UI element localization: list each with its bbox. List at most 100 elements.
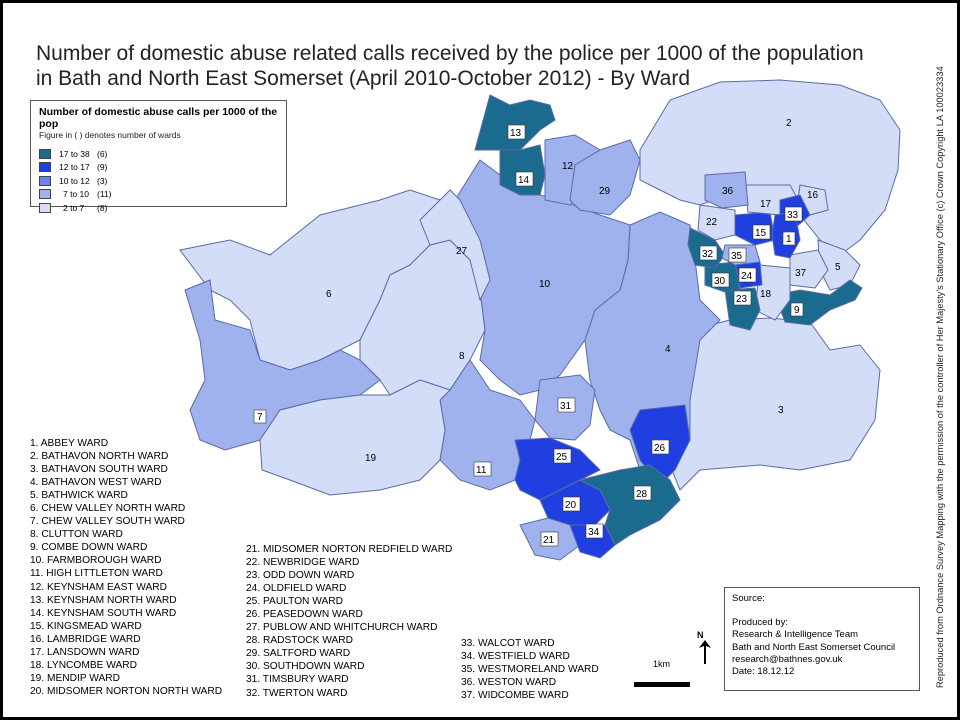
legend-count: (11) [97, 189, 112, 200]
legend-range: 12 to 17 [59, 162, 90, 173]
ward-list-item: 2. BATHAVON NORTH WARD [30, 451, 169, 463]
svg-text:21: 21 [543, 535, 555, 546]
svg-text:15: 15 [755, 228, 767, 239]
ward-7[interactable] [184, 279, 381, 451]
ward-list-item: 29. SALTFORD WARD [246, 648, 351, 660]
ward-list-item: 12. KEYNSHAM EAST WARD [30, 581, 167, 593]
svg-text:30: 30 [714, 276, 726, 287]
legend-item: 12 to 17 (9) [39, 161, 278, 175]
svg-text:5: 5 [835, 262, 841, 273]
label-18: 18 [760, 289, 772, 300]
legend-swatch [39, 189, 51, 200]
svg-text:22: 22 [706, 217, 718, 228]
ward-list-column-2: 21. MIDSOMER NORTON REDFIELD WARD 22. NE… [246, 543, 452, 700]
svg-text:37: 37 [795, 268, 807, 279]
svg-text:25: 25 [556, 452, 568, 463]
ward-list-item: 5. BATHWICK WARD [30, 490, 128, 502]
team-name: Research & Intelligence Team [732, 629, 859, 641]
label-34: 34 [585, 523, 604, 539]
ward-list-item: 6. CHEW VALLEY NORTH WARD [30, 503, 186, 515]
label-22: 22 [706, 217, 718, 228]
ward-list-item: 24. OLDFIELD WARD [246, 583, 347, 595]
svg-text:11: 11 [476, 465, 487, 476]
svg-text:2: 2 [786, 118, 792, 129]
label-29: 29 [599, 186, 611, 197]
label-35: 35 [728, 247, 747, 263]
ward-list-item: 13. KEYNSHAM NORTH WARD [30, 594, 177, 606]
ward-list-item: 22. NEWBRIDGE WARD [246, 557, 360, 569]
scale-label: 1km [653, 659, 671, 669]
label-23: 23 [733, 290, 752, 306]
label-27: 27 [456, 246, 468, 257]
ward-list-item: 8. CLUTTON WARD [30, 529, 123, 541]
ward-list-item: 9. COMBE DOWN WARD [30, 542, 148, 554]
svg-text:17: 17 [760, 199, 772, 210]
label-1: 1 [782, 231, 796, 246]
ward-3[interactable] [671, 317, 881, 491]
label-30: 30 [711, 272, 730, 288]
ward-list-item: 20. MIDSOMER NORTON NORTH WARD [30, 685, 223, 697]
label-20: 20 [562, 496, 581, 512]
ward-25[interactable] [514, 437, 601, 501]
ward-list-item: 23. ODD DOWN WARD [246, 570, 355, 582]
ward-list-item: 33. WALCOT WARD [461, 638, 555, 649]
legend-swatch [39, 202, 51, 213]
label-21: 21 [540, 531, 559, 547]
ward-list-item: 34. WESTFIELD WARD [461, 651, 570, 663]
label-4: 4 [665, 344, 671, 355]
label-36: 36 [722, 186, 734, 197]
label-6: 6 [326, 289, 332, 300]
legend-subtitle: Figure in ( ) denotes number of wards [39, 130, 181, 140]
legend-item: 17 to 38 (6) [39, 147, 278, 161]
ward-13[interactable] [474, 94, 556, 151]
legend-range: 7 to 10 [63, 189, 89, 200]
svg-text:35: 35 [731, 251, 743, 262]
svg-text:9: 9 [794, 305, 800, 316]
legend-swatch [39, 162, 51, 173]
ward-list-item: 17. LANSDOWN WARD [30, 646, 140, 658]
ward-list-item: 4. BATHAVON WEST WARD [30, 477, 162, 489]
ward-14[interactable] [499, 144, 546, 196]
ward-29[interactable] [569, 139, 641, 216]
map-title-line2: in Bath and North East Somerset (April 2… [36, 67, 691, 90]
svg-text:18: 18 [760, 289, 772, 300]
svg-text:6: 6 [326, 289, 332, 300]
label-32: 32 [699, 245, 718, 261]
label-8: 8 [459, 351, 465, 362]
ward-list-column-3: 33. WALCOT WARD 34. WESTFIELD WARD 35. W… [461, 637, 599, 702]
ward-27[interactable] [419, 189, 491, 302]
ward-labels: 1 2 3 4 5 6 7 8 9 10 11 12 13 14 15 16 1… [253, 118, 841, 547]
ward-22[interactable] [697, 204, 736, 241]
ward-2[interactable] [639, 79, 901, 256]
organisation: Bath and North East Somerset Council [732, 641, 896, 653]
svg-text:24: 24 [741, 271, 753, 282]
label-16: 16 [807, 190, 819, 201]
ward-list-item: 36. WESTON WARD [461, 677, 557, 689]
label-10: 10 [539, 279, 551, 290]
svg-text:36: 36 [722, 186, 734, 197]
label-5: 5 [835, 262, 841, 273]
ward-list-item: 35. WESTMORELAND WARD [461, 664, 599, 676]
ward-list-item: 15. KINGSMEAD WARD [30, 620, 142, 632]
legend-range: 2 to 7 [63, 202, 85, 213]
ward-37[interactable] [789, 249, 829, 289]
svg-text:20: 20 [565, 500, 577, 511]
label-7: 7 [253, 409, 267, 424]
ward-list-item: 31. TIMSBURY WARD [246, 674, 349, 686]
label-25: 25 [553, 448, 572, 464]
svg-text:8: 8 [459, 351, 465, 362]
svg-text:14: 14 [518, 175, 530, 186]
ward-list-item: 18. LYNCOMBE WARD [30, 659, 137, 671]
svg-text:26: 26 [654, 443, 666, 454]
source-heading: Source: [732, 593, 765, 604]
ward-list-item: 19. MENDIP WARD [30, 672, 121, 684]
label-12: 12 [562, 161, 574, 172]
ward-list-item: 25. PAULTON WARD [246, 596, 343, 608]
ward-list-item: 37. WIDCOMBE WARD [461, 690, 569, 702]
ward-list-item: 11. HIGH LITTLETON WARD [30, 568, 163, 580]
ward-19[interactable] [259, 379, 451, 496]
label-17: 17 [760, 199, 772, 210]
ward-36[interactable] [704, 171, 749, 209]
contact-email: research@bathnes.gov.uk [732, 653, 843, 665]
